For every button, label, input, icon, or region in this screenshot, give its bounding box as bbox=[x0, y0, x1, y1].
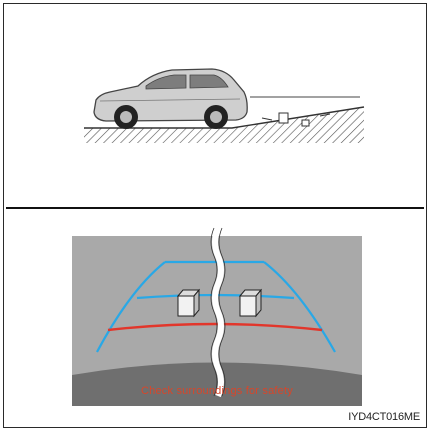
car bbox=[94, 69, 247, 129]
panel-divider bbox=[6, 207, 424, 209]
obstacle-box bbox=[240, 290, 261, 316]
break-line bbox=[215, 228, 221, 396]
slope-marker bbox=[262, 118, 272, 120]
obstacle-box bbox=[279, 113, 288, 123]
top-panel bbox=[84, 69, 364, 143]
screen-warning-text: Check surroundings for safety bbox=[72, 385, 362, 397]
obstacle-box bbox=[178, 290, 199, 316]
camera-display bbox=[72, 228, 362, 406]
obstacle-box bbox=[302, 120, 309, 126]
figure-code: IYD4CT016ME bbox=[348, 411, 420, 423]
